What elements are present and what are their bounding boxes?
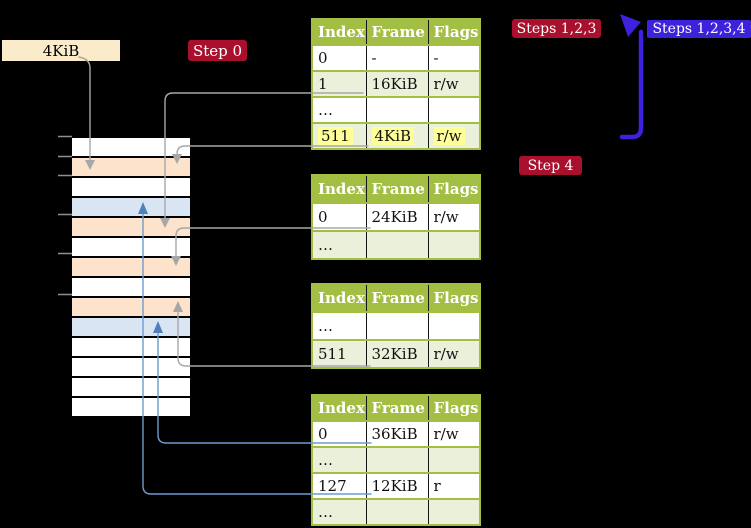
highlight: 4KiB	[371, 127, 415, 145]
cell-frame	[365, 498, 429, 526]
cell-frame: 4KiB	[365, 122, 429, 150]
cell-flags: r/w	[427, 122, 480, 150]
memory-row	[72, 238, 190, 256]
page-size-label-box: 4KiB	[2, 40, 120, 61]
header-frame: Frame	[365, 18, 429, 46]
memory-row	[72, 318, 190, 336]
table-row: 0 24KiB r/w	[312, 202, 480, 232]
cell-flags: r/w	[427, 70, 480, 98]
cell-frame: 36KiB	[365, 420, 429, 448]
header-index: Index	[312, 18, 367, 46]
table-row: …	[312, 311, 480, 341]
header-index: Index	[312, 174, 367, 204]
badge-step-4: Step 4	[519, 156, 582, 175]
memory-row	[72, 298, 190, 316]
cell-index: 511	[312, 122, 367, 150]
badge-steps-1-2-3-4: Steps 1,2,3,4	[647, 20, 751, 38]
page-table-level-3: Index Frame Flags … 511 32KiB r/w	[311, 283, 481, 369]
cell-frame: 24KiB	[365, 202, 429, 232]
memory-row	[72, 338, 190, 356]
cell-index: 0	[312, 44, 367, 72]
cell-index: 0	[312, 420, 367, 448]
cell-index: 511	[312, 339, 367, 369]
badge-step-0: Step 0	[188, 40, 247, 61]
cell-flags	[427, 498, 480, 526]
table-row: 127 12KiB r	[312, 472, 480, 500]
physical-memory-stack	[72, 136, 190, 420]
cell-flags: r/w	[427, 420, 480, 448]
table-row: 0 36KiB r/w	[312, 420, 480, 448]
table-row: …	[312, 96, 480, 124]
header-frame: Frame	[365, 283, 429, 313]
memory-row	[72, 398, 190, 416]
header-frame: Frame	[365, 174, 429, 204]
cell-flags	[427, 446, 480, 474]
header-flags: Flags	[427, 174, 480, 204]
cell-index: 1	[312, 70, 367, 98]
table-row: 1 16KiB r/w	[312, 70, 480, 98]
memory-row	[72, 278, 190, 296]
cell-flags: r	[427, 472, 480, 500]
memory-row	[72, 378, 190, 396]
highlight: 511	[318, 127, 353, 145]
cell-frame: 32KiB	[365, 339, 429, 369]
header-flags: Flags	[427, 18, 480, 46]
loop-arrow-shaft	[619, 29, 644, 140]
memory-tick-marks	[58, 135, 72, 296]
table-row: …	[312, 230, 480, 260]
cell-frame: -	[365, 44, 429, 72]
header-flags: Flags	[427, 283, 480, 313]
highlight: r/w	[433, 127, 465, 145]
memory-row	[72, 138, 190, 156]
table-row: 0 - -	[312, 44, 480, 72]
cell-frame	[365, 96, 429, 124]
table-row: …	[312, 498, 480, 526]
cell-flags	[427, 311, 480, 341]
cell-frame: 12KiB	[365, 472, 429, 500]
page-table-level-1: Index Frame Flags 0 - - 1 16KiB r/w …	[311, 18, 481, 150]
page-table-level-2: Index Frame Flags 0 24KiB r/w …	[311, 174, 481, 260]
cell-index: …	[312, 311, 367, 341]
cell-index: 127	[312, 472, 367, 500]
cell-frame	[365, 311, 429, 341]
cell-flags: -	[427, 44, 480, 72]
header-flags: Flags	[427, 394, 480, 422]
memory-row	[72, 218, 190, 236]
page-table-level-4: Index Frame Flags 0 36KiB r/w … 127 12Ki…	[311, 394, 481, 526]
badge-steps-1-2-3: Steps 1,2,3	[512, 19, 601, 38]
table-row: 511 32KiB r/w	[312, 339, 480, 369]
cell-index: 0	[312, 202, 367, 232]
cell-flags: r/w	[427, 202, 480, 232]
memory-row	[72, 358, 190, 376]
header-frame: Frame	[365, 394, 429, 422]
loop-arrow-steps-1234	[619, 14, 644, 140]
cell-frame: 16KiB	[365, 70, 429, 98]
cell-flags: r/w	[427, 339, 480, 369]
memory-row	[72, 178, 190, 196]
memory-row	[72, 258, 190, 276]
memory-row	[72, 198, 190, 216]
memory-row	[72, 158, 190, 176]
cell-index: …	[312, 230, 367, 260]
header-index: Index	[312, 394, 367, 422]
header-index: Index	[312, 283, 367, 313]
cell-index: …	[312, 96, 367, 124]
table-row-highlighted: 511 4KiB r/w	[312, 122, 480, 150]
cell-index: …	[312, 498, 367, 526]
cell-index: …	[312, 446, 367, 474]
cell-flags	[427, 230, 480, 260]
table-row: …	[312, 446, 480, 474]
cell-flags	[427, 96, 480, 124]
cell-frame	[365, 446, 429, 474]
cell-frame	[365, 230, 429, 260]
loop-arrowhead-up-left	[620, 14, 641, 37]
